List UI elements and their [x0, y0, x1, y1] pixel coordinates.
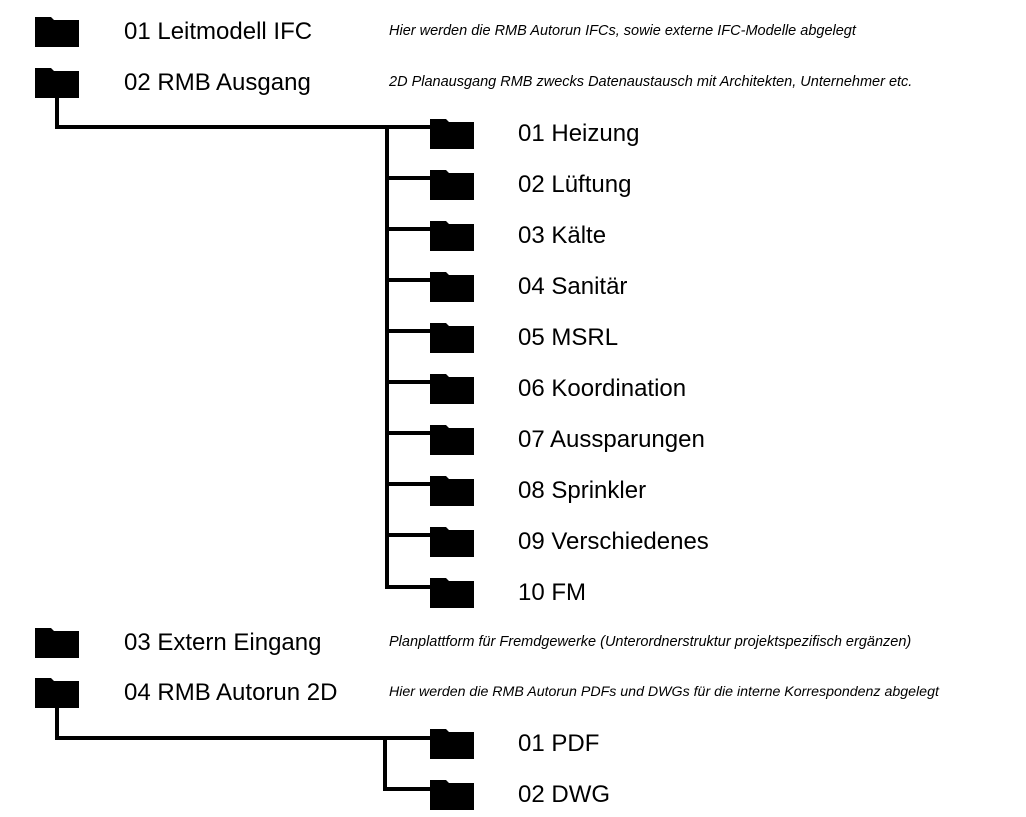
- folder-icon: [35, 628, 79, 658]
- folder-icon: [430, 425, 474, 455]
- folder-icon: [430, 729, 474, 759]
- subfolder-name: 08 Sprinkler: [518, 477, 647, 504]
- folder-icon: [35, 17, 79, 47]
- folder-icon: [35, 68, 79, 98]
- subfolder-row-lueftung[interactable]: 02 Lüftung: [0, 160, 800, 200]
- folder-icon: [430, 578, 474, 608]
- folder-icon: [430, 323, 474, 353]
- folder-name: 04 RMB Autorun 2D: [124, 679, 338, 706]
- folder-description: Hier werden die RMB Autorun IFCs, sowie …: [389, 23, 856, 39]
- subfolder-name: 05 MSRL: [518, 324, 619, 351]
- subfolder-name: 02 DWG: [518, 781, 611, 808]
- folder-description: 2D Planausgang RMB zwecks Datenaustausch…: [389, 74, 913, 90]
- subfolder-name: 07 Aussparungen: [518, 426, 705, 453]
- subfolder-row-sanitaer[interactable]: 04 Sanitär: [0, 262, 800, 302]
- folder-icon: [430, 527, 474, 557]
- folder-icon: [430, 780, 474, 810]
- folder-icon: [430, 119, 474, 149]
- folder-name: 02 RMB Ausgang: [124, 69, 311, 96]
- subfolder-row-sprinkler[interactable]: 08 Sprinkler: [0, 466, 800, 506]
- folder-row-rmb-autorun-2d[interactable]: 04 RMB Autorun 2D Hier werden die RMB Au…: [0, 668, 1026, 708]
- subfolder-row-heizung[interactable]: 01 Heizung: [0, 109, 800, 149]
- folder-icon: [35, 678, 79, 708]
- folder-description: Planplattform für Fremdgewerke (Unterord…: [389, 634, 912, 650]
- subfolder-name: 06 Koordination: [518, 375, 687, 402]
- subfolder-row-aussparungen[interactable]: 07 Aussparungen: [0, 415, 800, 455]
- folder-description: Hier werden die RMB Autorun PDFs und DWG…: [389, 684, 939, 700]
- folder-row-rmb-ausgang[interactable]: 02 RMB Ausgang 2D Planausgang RMB zwecks…: [0, 58, 1026, 98]
- subfolder-name: 09 Verschiedenes: [518, 528, 709, 555]
- subfolder-name: 03 Kälte: [518, 222, 607, 249]
- folder-row-extern-eingang[interactable]: 03 Extern Eingang Planplattform für Frem…: [0, 618, 1026, 658]
- folder-name: 01 Leitmodell IFC: [124, 18, 313, 45]
- subfolder-row-dwg[interactable]: 02 DWG: [0, 770, 800, 810]
- subfolder-name: 01 Heizung: [518, 120, 640, 147]
- subfolder-row-kaelte[interactable]: 03 Kälte: [0, 211, 800, 251]
- folder-icon: [430, 272, 474, 302]
- subfolder-row-verschiedenes[interactable]: 09 Verschiedenes: [0, 517, 800, 557]
- subfolder-name: 01 PDF: [518, 730, 600, 757]
- folder-icon: [430, 476, 474, 506]
- folder-row-leitmodell-ifc[interactable]: 01 Leitmodell IFC Hier werden die RMB Au…: [0, 7, 1026, 47]
- subfolder-row-pdf[interactable]: 01 PDF: [0, 719, 800, 759]
- subfolder-row-koordination[interactable]: 06 Koordination: [0, 364, 800, 404]
- subfolder-row-fm[interactable]: 10 FM: [0, 568, 800, 608]
- folder-icon: [430, 374, 474, 404]
- folder-icon: [430, 221, 474, 251]
- subfolder-name: 10 FM: [518, 579, 587, 606]
- folder-icon: [430, 170, 474, 200]
- folder-name: 03 Extern Eingang: [124, 629, 322, 656]
- subfolder-name: 02 Lüftung: [518, 171, 632, 198]
- subfolder-name: 04 Sanitär: [518, 273, 628, 300]
- subfolder-row-msrl[interactable]: 05 MSRL: [0, 313, 800, 353]
